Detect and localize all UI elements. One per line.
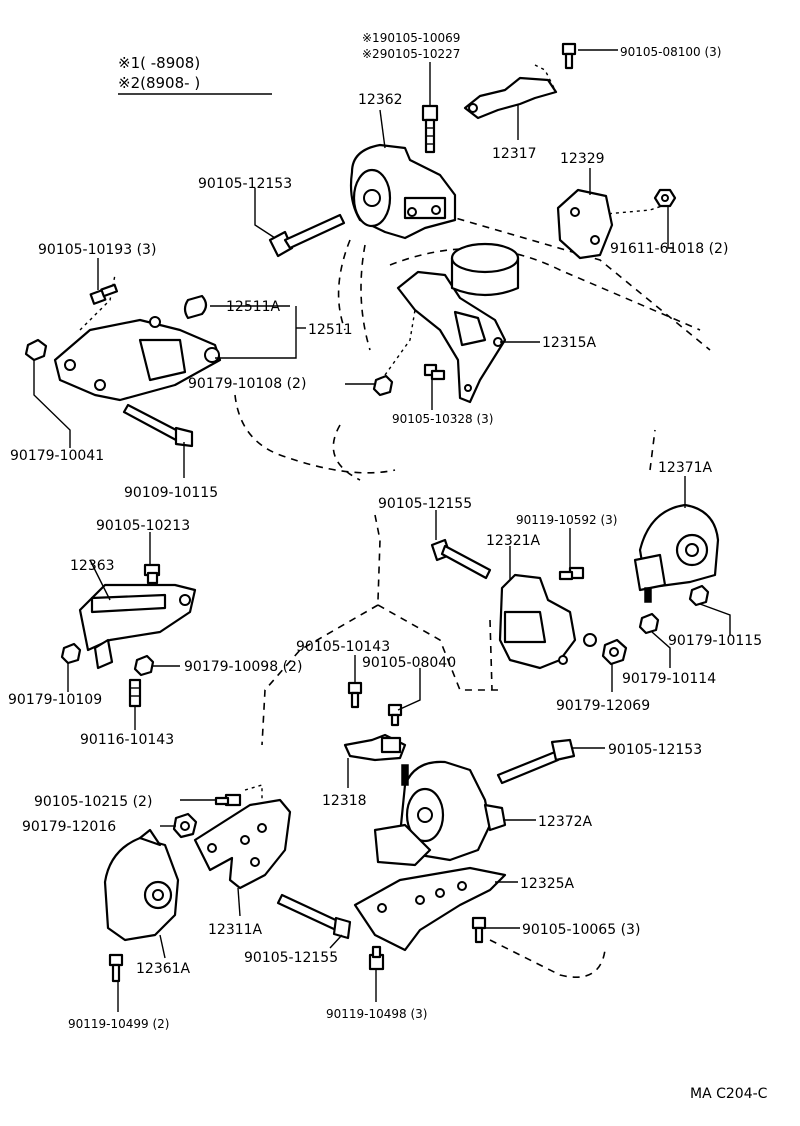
bushing-12511A bbox=[183, 294, 208, 320]
bolt-icon bbox=[276, 893, 352, 940]
bolt-icon bbox=[143, 563, 161, 585]
label-12325A: 12325A bbox=[520, 876, 575, 892]
part-labels: ※190105-10069 ※290105-10227 90105-08100 … bbox=[8, 31, 762, 1031]
label-12511: 12511 bbox=[308, 322, 353, 338]
bolt-icon bbox=[430, 538, 492, 580]
label-alt-part-2: ※290105-10227 bbox=[362, 47, 460, 61]
bolt-icon bbox=[214, 793, 242, 807]
bolt-icon bbox=[108, 953, 124, 983]
nut-icon bbox=[688, 584, 710, 607]
nut-icon bbox=[172, 812, 198, 839]
bolt-icon bbox=[268, 213, 346, 258]
label-alt-part-1: ※190105-10069 bbox=[362, 31, 460, 45]
label-90119-10499: 90119-10499 (2) bbox=[68, 1017, 170, 1031]
legend-line-2: ※2(8908- ) bbox=[118, 74, 200, 92]
bolt-icon bbox=[423, 363, 446, 381]
nut-icon bbox=[60, 642, 82, 665]
label-90179-10114: 90179-10114 bbox=[622, 671, 716, 687]
nut-icon bbox=[601, 638, 628, 666]
diagram-code: MA C204-C bbox=[690, 1086, 768, 1102]
label-90116-10143: 90116-10143 bbox=[80, 732, 174, 748]
leader-lines bbox=[33, 49, 731, 1012]
stud-icon bbox=[128, 678, 142, 708]
label-91611-61018: 91611-61018 (2) bbox=[610, 241, 728, 257]
engine-mount-12371A bbox=[633, 503, 720, 603]
label-90119-10592: 90119-10592 (3) bbox=[516, 513, 618, 527]
label-12317: 12317 bbox=[492, 146, 537, 162]
plate-12325A bbox=[353, 866, 507, 952]
label-90105-12155-bottom: 90105-12155 bbox=[244, 950, 338, 966]
parts bbox=[24, 42, 720, 983]
label-90105-10328: 90105-10328 (3) bbox=[392, 412, 494, 426]
engine-mount-12362 bbox=[349, 143, 457, 240]
label-90105-10193: 90105-10193 (3) bbox=[38, 242, 156, 258]
bolt-icon bbox=[471, 916, 487, 944]
label-90179-10041: 90179-10041 bbox=[10, 448, 104, 464]
label-12321A: 12321A bbox=[486, 533, 541, 549]
label-12371A: 12371A bbox=[658, 460, 713, 476]
nut-icon bbox=[638, 612, 660, 635]
bolt-icon bbox=[496, 738, 576, 785]
bracket-12329 bbox=[556, 188, 614, 260]
label-90179-12069: 90179-12069 bbox=[556, 698, 650, 714]
nut-icon bbox=[24, 338, 48, 362]
label-90179-10109: 90179-10109 bbox=[8, 692, 102, 708]
bracket-12315A bbox=[396, 270, 507, 404]
legend: ※1( -8908) ※2(8908- ) bbox=[118, 54, 272, 95]
bolt-icon bbox=[89, 283, 119, 305]
bolt-icon bbox=[368, 945, 385, 971]
bolt-icon bbox=[347, 681, 363, 709]
bracket-12321A bbox=[498, 573, 597, 670]
nut-icon bbox=[133, 654, 155, 677]
label-90179-10108: 90179-10108 (2) bbox=[188, 376, 306, 392]
label-90105-12155-mid: 90105-12155 bbox=[378, 496, 472, 512]
bolt-icon bbox=[421, 104, 439, 154]
engine-cylinder bbox=[450, 242, 520, 297]
label-90119-10498: 90119-10498 (3) bbox=[326, 1007, 428, 1021]
label-90179-12016: 90179-12016 bbox=[22, 819, 116, 835]
bracket-12311A bbox=[193, 798, 292, 890]
bolt-icon bbox=[561, 42, 577, 70]
engine-mount-12372A bbox=[373, 760, 507, 867]
bolt-icon bbox=[122, 403, 194, 448]
bracket-12317 bbox=[463, 76, 558, 120]
label-90105-10065: 90105-10065 (3) bbox=[522, 922, 640, 938]
label-90105-10215: 90105-10215 (2) bbox=[34, 794, 152, 810]
label-90179-10115: 90179-10115 bbox=[668, 633, 762, 649]
engine-mount-12361A bbox=[103, 828, 180, 942]
label-12363: 12363 bbox=[70, 558, 115, 574]
label-12362: 12362 bbox=[358, 92, 403, 108]
label-12315A: 12315A bbox=[542, 335, 597, 351]
label-90105-10143: 90105-10143 bbox=[296, 639, 390, 655]
label-12329: 12329 bbox=[560, 151, 605, 167]
engine-outline bbox=[79, 64, 711, 979]
nut-icon bbox=[372, 374, 394, 397]
nut-icon bbox=[653, 188, 677, 208]
bracket-12318 bbox=[343, 733, 407, 762]
label-12311A: 12311A bbox=[208, 922, 263, 938]
label-90105-10213: 90105-10213 bbox=[96, 518, 190, 534]
label-90179-10098: 90179-10098 (2) bbox=[184, 659, 302, 675]
label-90105-12153-bottom: 90105-12153 bbox=[608, 742, 702, 758]
label-12361A: 12361A bbox=[136, 961, 191, 977]
label-90109-10115: 90109-10115 bbox=[124, 485, 218, 501]
bracket-12511 bbox=[53, 316, 222, 402]
label-90105-12153-top: 90105-12153 bbox=[198, 176, 292, 192]
label-90105-08100: 90105-08100 (3) bbox=[620, 45, 722, 59]
legend-line-1: ※1( -8908) bbox=[118, 54, 200, 72]
bolt-icon bbox=[387, 703, 403, 727]
label-12318: 12318 bbox=[322, 793, 367, 809]
label-12372A: 12372A bbox=[538, 814, 593, 830]
bolt-icon bbox=[558, 566, 585, 581]
label-12511A: 12511A bbox=[226, 299, 281, 315]
bracket-12363 bbox=[78, 583, 197, 670]
label-90105-08040: 90105-08040 bbox=[362, 655, 456, 671]
